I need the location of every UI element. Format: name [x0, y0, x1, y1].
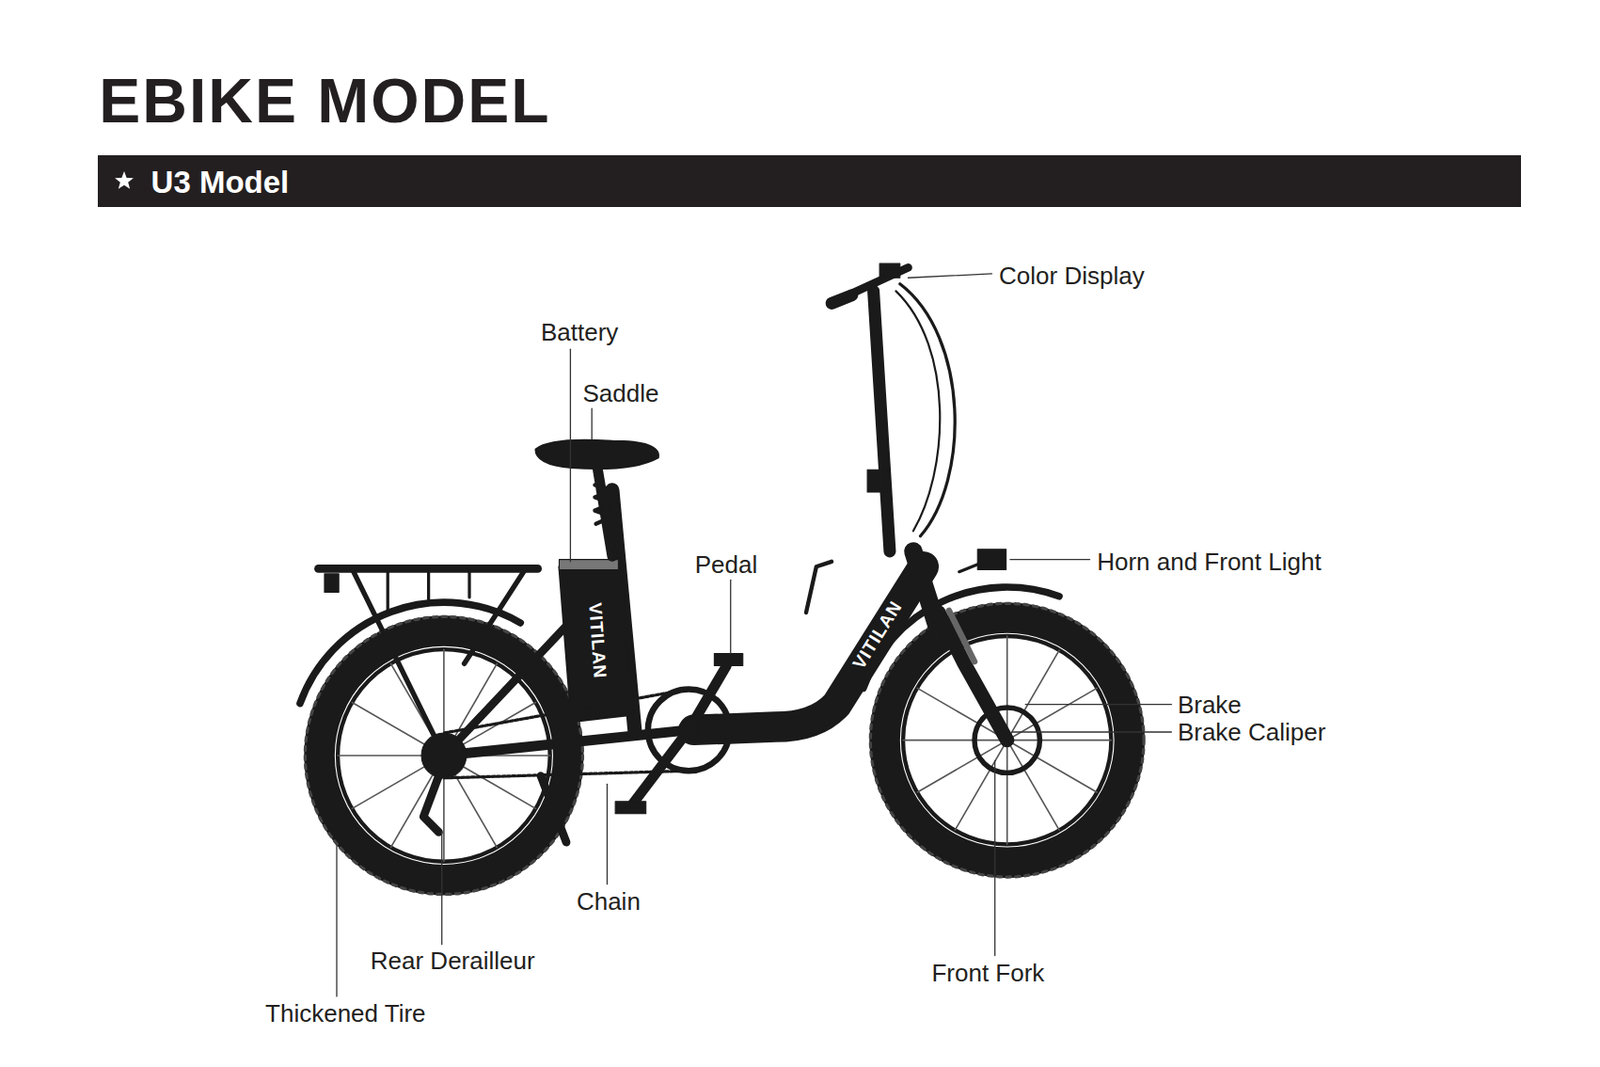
saddle-and-post — [536, 440, 659, 557]
part-label: Front Fork — [931, 958, 1045, 987]
star-icon — [113, 170, 135, 191]
steering — [831, 263, 955, 552]
part-label: Battery — [540, 317, 618, 347]
part-label: Saddle — [582, 379, 659, 408]
part-label: Brake — [1177, 690, 1242, 719]
part-label: Horn and Front Light — [1096, 547, 1321, 576]
brand-logo: VITILAN — [584, 601, 611, 680]
part-label: Rear Derailleur — [370, 946, 536, 975]
front-wheel — [870, 602, 1144, 877]
part-label: Pedal — [695, 550, 759, 579]
part-label: Thickened Tire — [265, 998, 427, 1028]
headlight — [959, 549, 1007, 572]
section-heading: U3 Model — [151, 164, 290, 200]
rear-rack — [317, 568, 538, 756]
leader-lines — [336, 273, 1172, 997]
page-title: EBIKE MODEL — [98, 67, 551, 134]
drivetrain — [421, 561, 832, 842]
fork — [938, 610, 1008, 741]
part-label: Color Display — [998, 261, 1145, 290]
part-label: Brake Caliper — [1177, 717, 1327, 746]
section-band: U3 Model — [97, 155, 1521, 207]
frame — [443, 490, 941, 756]
brand-logo: VITILAN — [848, 597, 907, 673]
part-label: Chain — [576, 887, 641, 916]
